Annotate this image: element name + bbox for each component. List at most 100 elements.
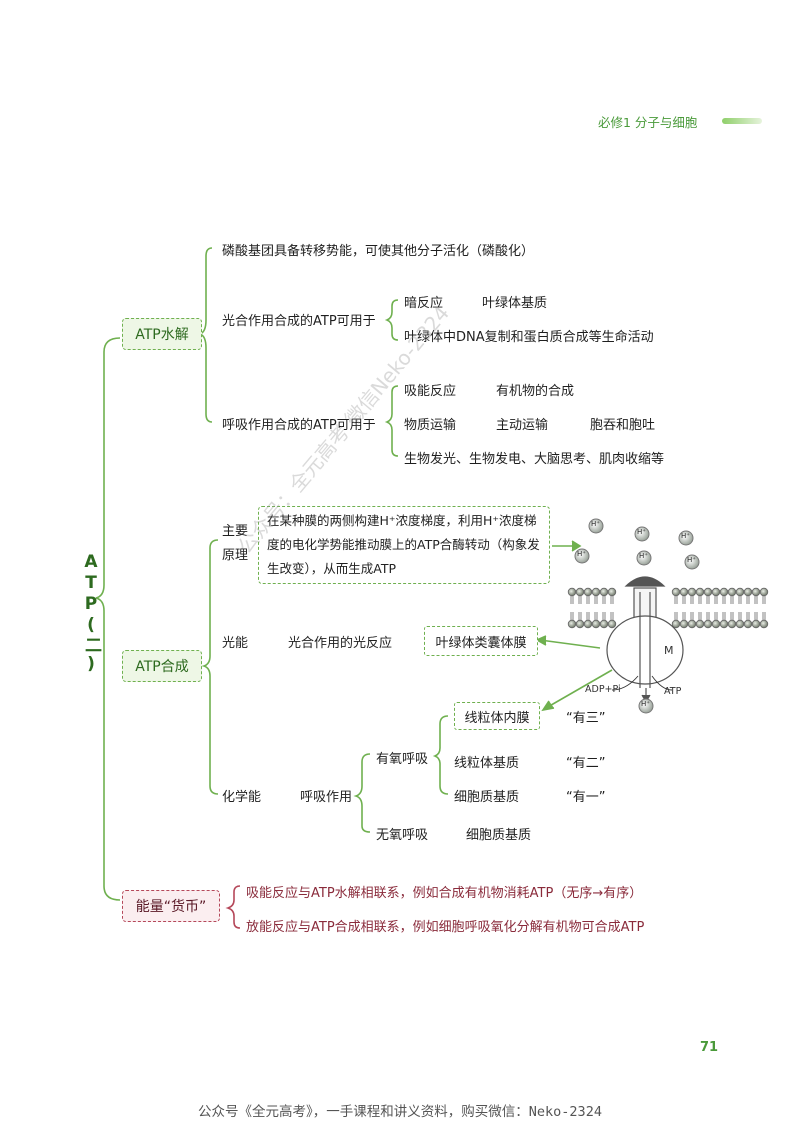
lipid-head	[719, 619, 729, 629]
lipid-tail	[698, 596, 702, 604]
lipid-head	[735, 587, 745, 597]
atp-synthase	[606, 576, 684, 704]
lipid-tail	[586, 596, 590, 604]
h-label-6: H⁺	[687, 556, 696, 564]
h-label-1: H⁺	[591, 520, 600, 528]
light-energy-label: 光能	[222, 636, 249, 651]
lipid-tail	[722, 596, 726, 604]
lipid-head	[607, 619, 617, 629]
lipid-tail	[690, 612, 694, 620]
resp-atp-label: 呼吸作用合成的ATP可用于	[222, 418, 376, 433]
photo-use-1a: 暗反应	[404, 296, 444, 311]
photo-use-2: 叶绿体中DNA复制和蛋白质合成等生命活动	[404, 330, 654, 345]
lipid-head	[671, 587, 681, 597]
lipid-head	[583, 619, 593, 629]
lipid-tail	[762, 612, 766, 620]
lipid-head	[695, 587, 705, 597]
resp-use-1b: 有机物的合成	[496, 384, 575, 399]
synthesis-box: ATP合成	[122, 650, 202, 682]
subject-header: 必修1 分子与细胞	[598, 115, 698, 130]
photo-use-1b: 叶绿体基质	[482, 296, 548, 311]
lipid-tail	[690, 596, 694, 604]
principle-text: 在某种膜的两侧构建H⁺浓度梯度，利用H⁺浓度梯度的电化学势能推动膜上的ATP合酶…	[258, 506, 550, 584]
lipid-tail	[602, 612, 606, 620]
lipid-tail	[602, 596, 606, 604]
lipid-tail	[570, 596, 574, 604]
lipid-tail	[586, 612, 590, 620]
lipid-tail	[738, 596, 742, 604]
respiration-label: 呼吸作用	[300, 790, 353, 805]
lipid-head	[575, 619, 585, 629]
lipid-tail	[714, 596, 718, 604]
hydrolysis-item1: 磷酸基团具备转移势能，可使其他分子活化（磷酸化）	[222, 244, 535, 259]
lipid-head	[759, 619, 769, 629]
lipid-head	[711, 619, 721, 629]
lipid-tail	[594, 612, 598, 620]
lipid-head	[607, 587, 617, 597]
lipid-head	[743, 587, 753, 597]
currency-item-2: 放能反应与ATP合成相联系，例如细胞呼吸氧化分解有机物可合成ATP	[246, 920, 645, 935]
lipid-tail	[730, 596, 734, 604]
lipid-head	[583, 587, 593, 597]
adp-label: ADP+Pi	[585, 684, 621, 695]
lipid-tail	[674, 596, 678, 604]
h-label-5: H⁺	[681, 532, 690, 540]
aerobic-site-1: 线粒体内膜	[454, 702, 540, 730]
page-number: 71	[700, 1040, 719, 1055]
h-label-7: H⁺	[641, 700, 650, 708]
h-label-3: H⁺	[637, 528, 646, 536]
lipid-head	[743, 619, 753, 629]
light-process: 光合作用的光反应	[288, 636, 393, 651]
principle-label: 主要原理	[222, 524, 249, 563]
anaerobic-label: 无氧呼吸	[376, 828, 429, 843]
header-bar	[722, 118, 762, 124]
lipid-head	[727, 587, 737, 597]
lipid-head	[719, 587, 729, 597]
chem-energy-label: 化学能	[222, 790, 262, 805]
atp-product-label: ATP	[664, 686, 682, 697]
lipid-tail	[570, 612, 574, 620]
lipid-tail	[730, 612, 734, 620]
lipid-tail	[578, 596, 582, 604]
aerobic-stage-1: “有三”	[566, 711, 606, 726]
lipid-head	[567, 619, 577, 629]
lipid-head	[703, 587, 713, 597]
resp-use-2c: 胞吞和胞吐	[590, 418, 656, 433]
lipid-head	[575, 587, 585, 597]
lipid-tail	[706, 596, 710, 604]
lipid-head	[567, 587, 577, 597]
aerobic-stage-2: “有二”	[566, 756, 606, 771]
footer-note: 公众号《全元高考》，一手课程和讲义资料，购买微信：Neko-2324	[198, 1104, 602, 1120]
main-title: ATP(二)	[81, 552, 101, 675]
lipid-tail	[706, 612, 710, 620]
lipid-tail	[610, 596, 614, 604]
lipid-tail	[594, 596, 598, 604]
lipid-tail	[746, 612, 750, 620]
lipid-head	[687, 619, 697, 629]
lipid-tail	[578, 612, 582, 620]
resp-use-3: 生物发光、生物发电、大脑思考、肌肉收缩等	[404, 452, 665, 467]
membrane-bilayer	[567, 587, 769, 629]
lipid-tail	[674, 612, 678, 620]
currency-item-1: 吸能反应与ATP水解相联系，例如合成有机物消耗ATP（无序→有序）	[246, 886, 643, 901]
lipid-head	[591, 587, 601, 597]
resp-use-1a: 吸能反应	[404, 384, 457, 399]
currency-box: 能量“货币”	[122, 890, 220, 922]
m-label: M	[664, 644, 674, 657]
lipid-tail	[754, 612, 758, 620]
lipid-tail	[754, 596, 758, 604]
lipid-tail	[698, 612, 702, 620]
lipid-head	[751, 619, 761, 629]
thylakoid-box: 叶绿体类囊体膜	[424, 626, 538, 656]
lipid-tail	[738, 612, 742, 620]
aerobic-site-3: 细胞质基质	[454, 790, 520, 805]
anaerobic-site: 细胞质基质	[466, 828, 532, 843]
lipid-tail	[682, 596, 686, 604]
lipid-tail	[714, 612, 718, 620]
aerobic-site-2: 线粒体基质	[454, 756, 520, 771]
lipid-tail	[746, 596, 750, 604]
lipid-tail	[762, 596, 766, 604]
lipid-head	[671, 619, 681, 629]
